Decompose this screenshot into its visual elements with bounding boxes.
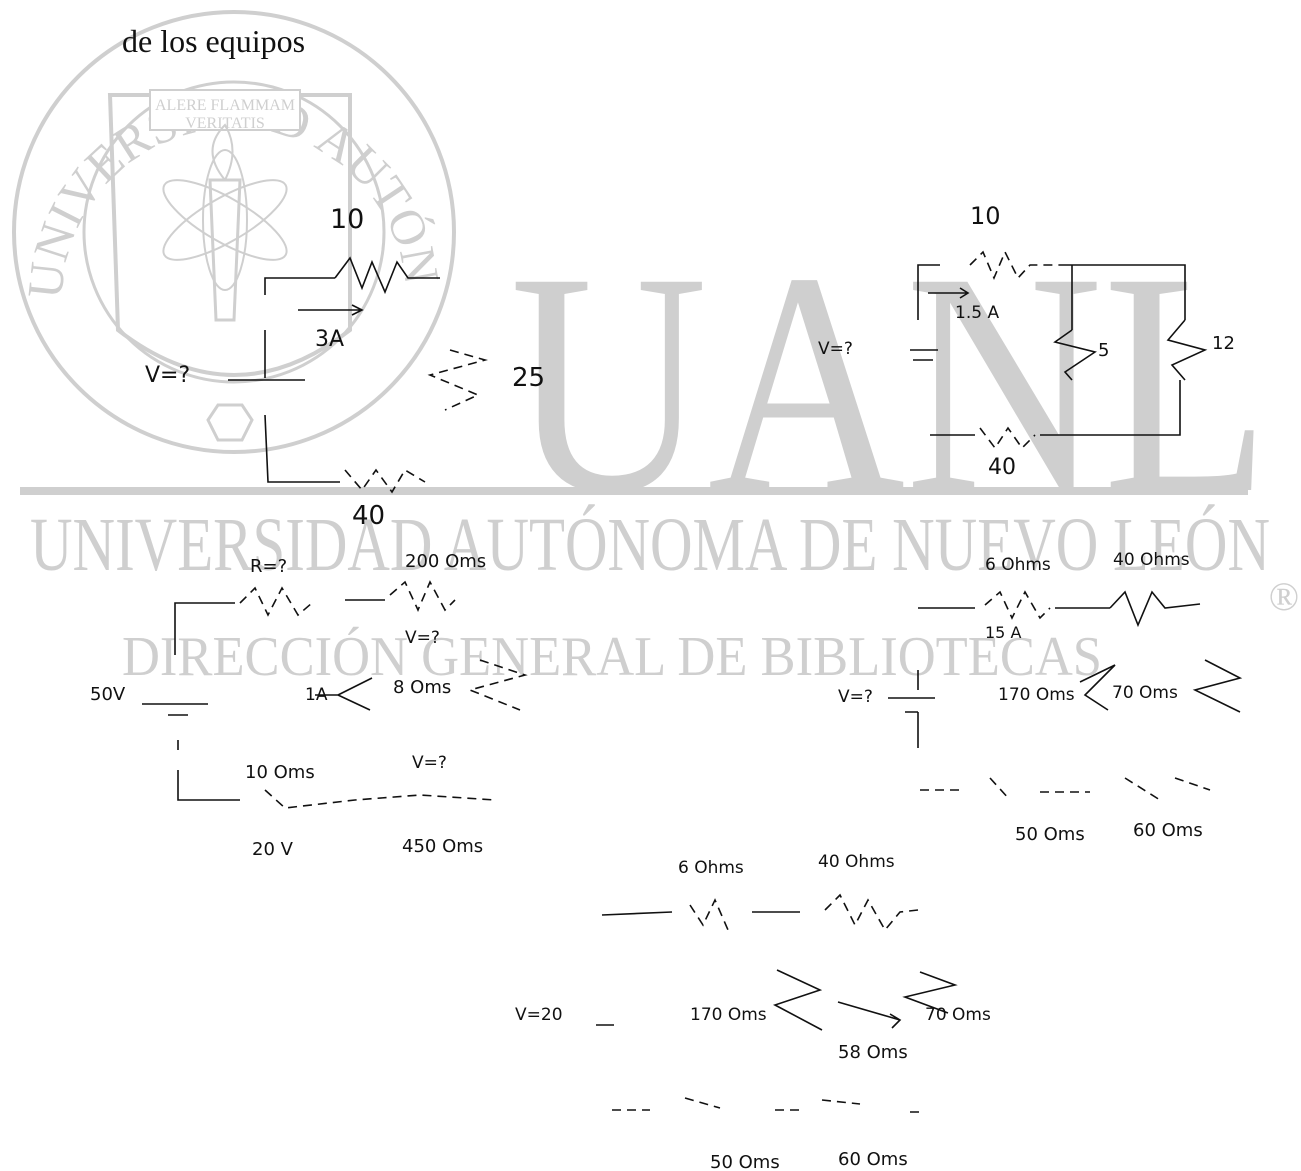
c5-wire-bottom (612, 1097, 920, 1113)
c5-label-r-6: 6 Ohms (678, 858, 744, 878)
c1-label-current: 3A (315, 327, 344, 352)
c3-wire-top-left (174, 602, 235, 655)
seal-bottom-emblem (206, 403, 254, 442)
c4-label-r-40: 40 Ohms (1113, 550, 1190, 570)
c3-label-r-200: 200 Oms (405, 551, 486, 572)
c4-wire-bottom (920, 777, 1211, 801)
c3-label-r-8: 8 Oms (393, 677, 451, 698)
c2-wire-left (917, 264, 940, 320)
c3-resistor-r (239, 586, 313, 617)
watermark-university: UNIVERSIDAD AUTÓNOMA DE NUEVO LEÓN (30, 503, 1270, 587)
seal-motto-line1: ALERE FLAMMAM (155, 97, 295, 114)
c5-label-voltage: V=20 (515, 1005, 563, 1025)
seal-banner (149, 89, 301, 131)
c3-resistor-200 (389, 580, 456, 612)
c3-source (142, 703, 208, 716)
c1-current-arrow (298, 304, 364, 316)
watermark-registered: ® (1269, 574, 1299, 619)
c3-current-arrow (315, 677, 373, 711)
c2-resistor-right (1166, 319, 1208, 381)
c3-label-current: 1A (305, 685, 328, 705)
c3-label-r-unknown: R=? (250, 556, 287, 577)
seal-shield (107, 93, 352, 377)
c1-resistor-bottom (344, 468, 426, 494)
c1-resistor-top (334, 256, 440, 295)
watermark-department: DIRECCIÓN GENERAL DE BIBLIOTECAS (122, 625, 1102, 688)
c5-current-arrow (837, 1001, 902, 1029)
c2-source (910, 349, 938, 361)
c5-resistor-170 (772, 969, 823, 1031)
c3-wire-bottom-left (177, 740, 240, 801)
c1-label-r-bottom: 40 (352, 501, 385, 531)
c3-label-v-unknown-1: V=? (405, 628, 440, 648)
c2-resistor-bottom (979, 426, 1036, 450)
c4-label-voltage: V=? (838, 687, 873, 707)
seal-outer-ring (12, 10, 456, 454)
c5-label-r-170: 170 Oms (690, 1005, 767, 1025)
c5-wire-top-left (601, 911, 673, 916)
c3-resistor-450 (264, 789, 496, 809)
c4-label-r-6: 6 Ohms (985, 555, 1051, 575)
c1-wire-top (264, 277, 335, 295)
c5-label-r-50: 50 Oms (710, 1152, 780, 1171)
c4-label-r-70: 70 Oms (1112, 683, 1178, 703)
seal-inner-ring (82, 80, 386, 384)
c3-label-r-450: 450 Oms (402, 836, 483, 857)
c5-label-r-60: 60 Oms (838, 1149, 908, 1170)
c2-wire-bottom-right (1040, 380, 1181, 436)
circuit-4: 6 Ohms 40 Ohms 15 A V=? 170 Oms 70 Oms 5… (838, 550, 1243, 845)
c4-resistor-70 (1192, 659, 1243, 713)
c2-label-r-bottom: 40 (988, 455, 1016, 480)
c4-label-r-170: 170 Oms (998, 685, 1075, 705)
c4-source (888, 670, 935, 748)
c1-resistor-right (427, 349, 488, 411)
c5-label-r-40: 40 Ohms (818, 852, 895, 872)
c4-label-current: 15 A (985, 623, 1021, 642)
c3-resistor-8 (467, 659, 528, 711)
circuit-5: 6 Ohms 40 Ohms V=20 170 Oms 70 Oms 58 Om… (515, 852, 991, 1171)
page-heading: de los equipos (122, 23, 305, 59)
seal-torch (208, 178, 242, 322)
seal-motto-line2: VERITATIS (185, 115, 265, 132)
seal-flame (211, 123, 234, 181)
c2-current-arrow (928, 287, 970, 299)
circuit-2: 10 1.5 A V=? 5 12 40 (818, 202, 1235, 480)
c1-label-voltage: V=? (145, 363, 190, 388)
c1-wire-bottom (264, 414, 340, 483)
circuit-3: R=? 200 Oms V=? 50V 1A 8 Oms 10 Oms V=? … (90, 551, 528, 860)
seal-atom-orbit-2 (162, 179, 288, 261)
c4-resistor-6 (984, 590, 1051, 620)
seal-atom-orbit-1 (162, 179, 288, 261)
seal-atom-orbit-3 (202, 149, 248, 291)
c4-label-r-60: 60 Oms (1133, 820, 1203, 841)
c3-label-v-unknown-2: V=? (412, 753, 447, 773)
c3-label-source: 50V (90, 684, 126, 705)
watermark-rule (20, 487, 1248, 495)
circuit-1: 10 3A V=? 25 40 (145, 204, 545, 531)
c2-label-r-mid: 5 (1098, 340, 1109, 361)
c1-label-r-right: 25 (512, 363, 545, 393)
c5-resistor-70 (902, 971, 958, 1014)
c5-label-r-58: 58 Oms (838, 1042, 908, 1063)
c2-resistor-mid (1053, 329, 1097, 381)
c2-label-current: 1.5 A (955, 303, 999, 323)
c3-label-r-10: 10 Oms (245, 762, 315, 783)
c2-label-voltage: V=? (818, 339, 853, 359)
c4-resistor-40 (1109, 590, 1201, 628)
c4-label-r-50: 50 Oms (1015, 824, 1085, 845)
c1-source (228, 330, 305, 381)
c2-wire-top-right (1060, 264, 1186, 320)
c2-label-r-top: 10 (970, 202, 1001, 230)
c5-resistor-6 (689, 898, 729, 931)
c2-resistor-top (969, 250, 1060, 281)
c2-label-r-right: 12 (1212, 333, 1235, 354)
c1-label-r-top: 10 (330, 204, 364, 235)
c4-resistor-170 (1079, 664, 1116, 711)
c5-label-r-70: 70 Oms (925, 1005, 991, 1025)
c3-label-v-20: 20 V (252, 839, 294, 860)
c5-resistor-40 (824, 893, 919, 932)
